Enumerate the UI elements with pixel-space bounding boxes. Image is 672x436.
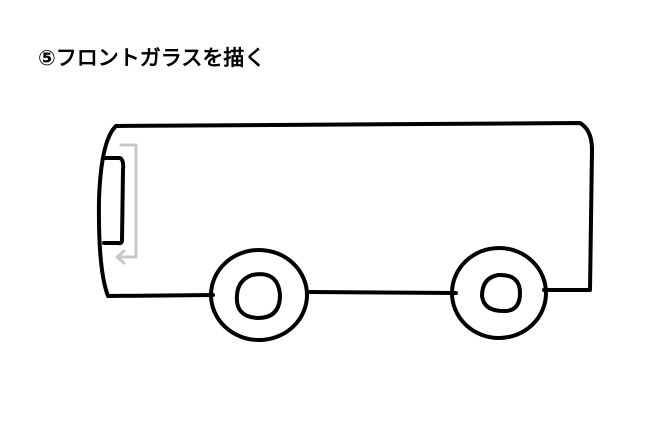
front-wheel-outer: [209, 248, 309, 342]
windshield: [102, 156, 126, 246]
windshield-guide-arrow: [115, 143, 138, 265]
front-wheel-inner: [234, 272, 282, 320]
step-title: ⑤フロントガラスを描く: [38, 46, 266, 70]
rear-wheel-inner: [480, 272, 522, 314]
bus-body: [96, 121, 594, 298]
rear-wheel-outer: [450, 246, 548, 340]
